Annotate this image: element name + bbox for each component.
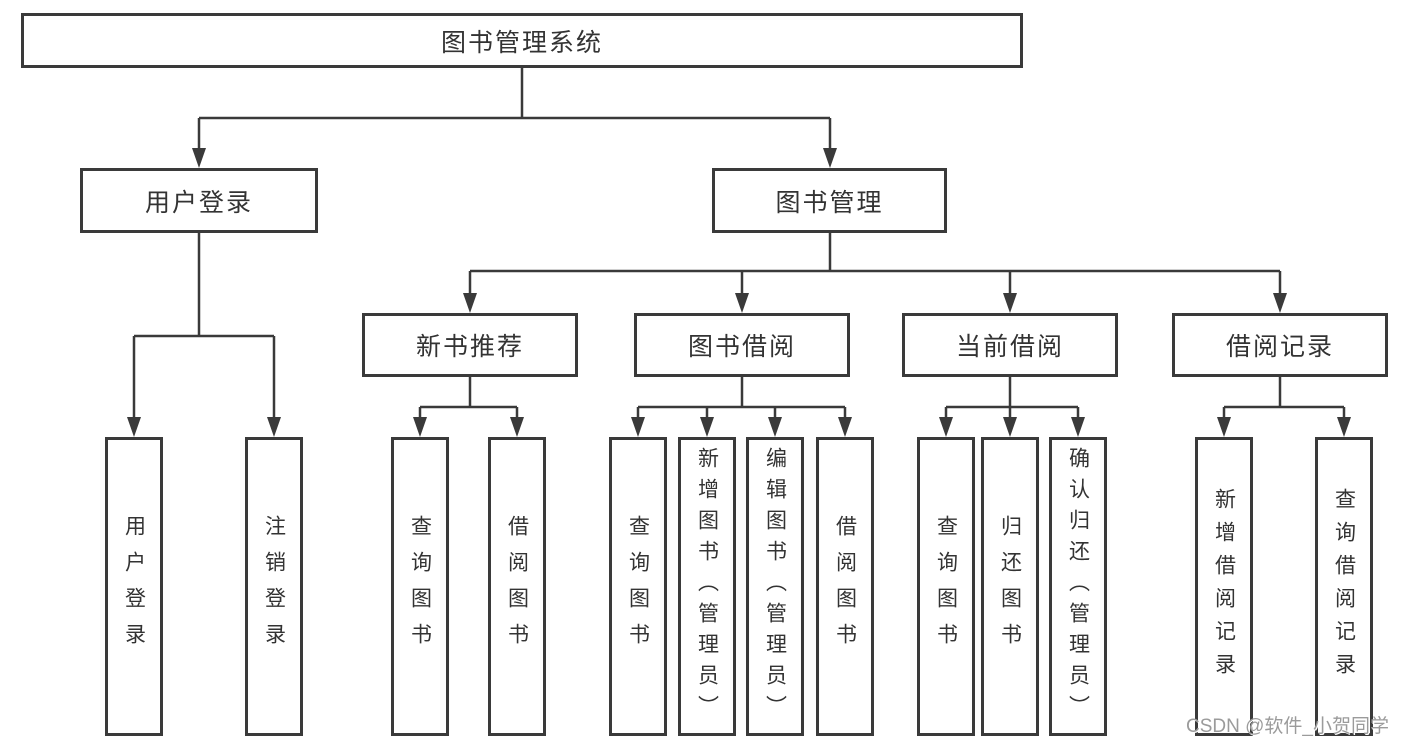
node-box-root: 图书管理系统	[21, 13, 1023, 68]
leaf-label-query-books-borrow: 查询图书	[626, 514, 650, 659]
leaf-label-edit-books-admin: 编辑图书（管理员）	[763, 447, 787, 726]
arrowheads	[127, 148, 1351, 437]
leaf-box-borrow-books: 借阅图书	[816, 437, 874, 736]
arrowhead	[1337, 417, 1351, 437]
node-label-borrow-record: 借阅记录	[1225, 333, 1334, 361]
leaf-box-return-books: 归还图书	[981, 437, 1039, 736]
connector-new-rec-to-leaves	[418, 377, 519, 419]
connector-borrow-rec-to-leaves	[1222, 377, 1346, 419]
leaf-label-query-books-current: 查询图书	[934, 514, 958, 659]
arrowhead	[463, 293, 477, 313]
leaf-box-user-login: 用户登录	[105, 437, 163, 736]
node-box-book-borrow: 图书借阅	[634, 313, 850, 377]
node-label-new-book-recommend: 新书推荐	[415, 333, 524, 361]
node-box-current-borrow: 当前借阅	[902, 313, 1118, 377]
leaf-label-borrow-books-recommend: 借阅图书	[505, 514, 529, 659]
leaf-box-borrow-books-recommend: 借阅图书	[488, 437, 546, 736]
node-box-new-book-recommend: 新书推荐	[362, 313, 578, 377]
arrowhead	[631, 417, 645, 437]
connector-cur-borrow-to-leaves	[944, 377, 1080, 419]
arrowhead	[1273, 293, 1287, 313]
arrowhead	[768, 417, 782, 437]
leaf-label-confirm-return-admin: 确认归还（管理员）	[1066, 447, 1090, 726]
connector-lines	[132, 68, 1346, 419]
arrowhead	[700, 417, 714, 437]
leaf-box-query-books-current: 查询图书	[917, 437, 975, 736]
arrowhead	[1217, 417, 1231, 437]
arrowhead	[838, 417, 852, 437]
arrowhead	[1071, 417, 1085, 437]
leaf-label-user-login: 用户登录	[122, 514, 146, 659]
node-label-book-management: 图书管理	[775, 188, 884, 217]
node-label-book-borrow: 图书借阅	[687, 333, 796, 361]
leaf-label-logout: 注销登录	[262, 514, 286, 659]
leaf-box-add-books-admin: 新增图书（管理员）	[678, 437, 736, 736]
leaf-label-borrow-books: 借阅图书	[833, 514, 857, 659]
leaf-box-edit-books-admin: 编辑图书（管理员）	[746, 437, 804, 736]
leaf-label-query-borrow-record: 查询借阅记录	[1332, 487, 1356, 686]
arrowhead	[823, 148, 837, 168]
leaf-label-add-borrow-record: 新增借阅记录	[1212, 487, 1236, 686]
leaf-label-add-books-admin: 新增图书（管理员）	[695, 447, 719, 726]
connector-book-mgmt-to-level3	[468, 233, 1282, 295]
arrowhead	[1003, 293, 1017, 313]
csdn-watermark: CSDN @软件_小贺同学	[1186, 716, 1389, 737]
leaf-box-add-borrow-record: 新增借阅记录	[1195, 437, 1253, 736]
connector-user-login-to-leaves	[132, 233, 276, 419]
arrowhead	[127, 417, 141, 437]
arrowhead	[939, 417, 953, 437]
leaf-box-query-borrow-record: 查询借阅记录	[1315, 437, 1373, 736]
leaf-box-logout: 注销登录	[245, 437, 303, 736]
arrowhead	[267, 417, 281, 437]
leaf-label-query-books-recommend: 查询图书	[408, 514, 432, 659]
leaf-box-query-books-borrow: 查询图书	[609, 437, 667, 736]
leaf-box-confirm-return-admin: 确认归还（管理员）	[1049, 437, 1107, 736]
arrowhead	[510, 417, 524, 437]
arrowhead	[192, 148, 206, 168]
arrowhead	[735, 293, 749, 313]
node-box-book-management: 图书管理	[712, 168, 947, 233]
node-label-current-borrow: 当前借阅	[955, 333, 1064, 361]
connector-book-borrow-to-leaves	[636, 377, 847, 419]
leaf-label-return-books: 归还图书	[998, 514, 1022, 659]
leaf-box-query-books-recommend: 查询图书	[391, 437, 449, 736]
node-box-user-login: 用户登录	[80, 168, 318, 233]
node-label-user-login: 用户登录	[144, 188, 253, 217]
arrowhead	[413, 417, 427, 437]
node-box-borrow-record: 借阅记录	[1172, 313, 1388, 377]
connector-root-to-level2	[197, 68, 832, 150]
arrowhead	[1003, 417, 1017, 437]
node-label-root: 图书管理系统	[440, 28, 603, 57]
